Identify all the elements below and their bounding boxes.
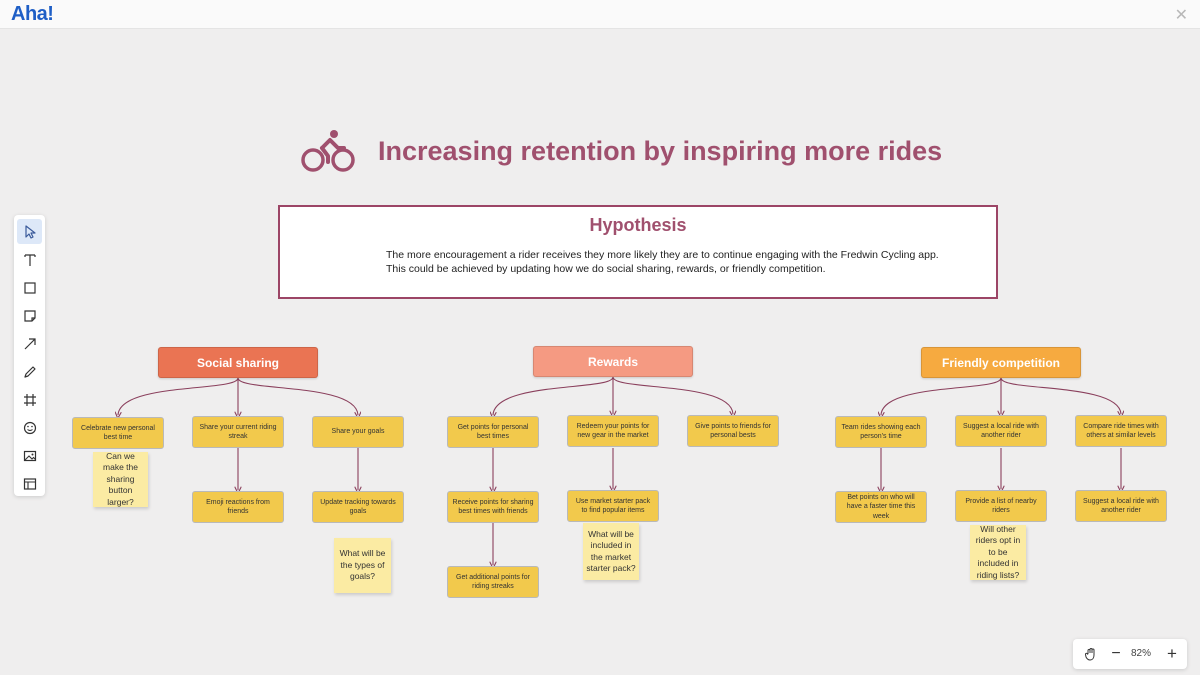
- bicycle-icon: [301, 130, 355, 172]
- frame-tool-icon[interactable]: [17, 387, 42, 412]
- rectangle-tool-icon[interactable]: [17, 275, 42, 300]
- sticky-note-types-of-goals[interactable]: What will be the types of goals?: [334, 538, 391, 593]
- top-bar: Aha! ✕: [0, 0, 1200, 29]
- close-icon[interactable]: ✕: [1174, 7, 1188, 24]
- card-team-rides[interactable]: Team rides showing each person's time: [835, 416, 927, 448]
- sticky-note-tool-icon[interactable]: [17, 303, 42, 328]
- card-share-riding-streak[interactable]: Share your current riding streak: [192, 416, 284, 448]
- header-friendly-competition[interactable]: Friendly competition: [921, 347, 1081, 378]
- zoom-controls: − 82% +: [1073, 639, 1187, 669]
- board-title[interactable]: Increasing retention by inspiring more r…: [378, 136, 943, 166]
- zoom-in-icon[interactable]: +: [1167, 644, 1177, 663]
- pen-tool-icon[interactable]: [17, 359, 42, 384]
- card-nearby-riders[interactable]: Provide a list of nearby riders: [955, 490, 1047, 522]
- card-celebrate-personal-best[interactable]: Celebrate new personal best time: [72, 417, 164, 449]
- card-emoji-reactions[interactable]: Emoji reactions from friends: [192, 491, 284, 523]
- image-tool-icon[interactable]: [17, 443, 42, 468]
- hypothesis-title: Hypothesis: [589, 215, 687, 235]
- sticky-note-riding-lists[interactable]: Will other riders opt in to be included …: [970, 524, 1026, 580]
- zoom-out-icon[interactable]: −: [1111, 645, 1121, 662]
- card-suggest-local-ride-1[interactable]: Suggest a local ride with another rider: [955, 415, 1047, 447]
- emoji-tool-icon[interactable]: [17, 415, 42, 440]
- header-rewards[interactable]: Rewards: [533, 346, 693, 377]
- card-points-personal-best[interactable]: Get points for personal best times: [447, 416, 539, 448]
- select-tool-icon[interactable]: [17, 219, 42, 244]
- zoom-level: 82%: [1131, 648, 1152, 659]
- card-market-starter-pack[interactable]: Use market starter pack to find popular …: [567, 490, 659, 522]
- hypothesis-line-1: The more encouragement a rider receives …: [386, 249, 939, 261]
- sticky-note-starter-pack[interactable]: What will be included in the market star…: [583, 523, 639, 580]
- template-tool-icon[interactable]: [17, 471, 42, 496]
- card-compare-ride-times[interactable]: Compare ride times with others at simila…: [1075, 415, 1167, 447]
- card-update-tracking[interactable]: Update tracking towards goals: [312, 491, 404, 523]
- arrow-tool-icon[interactable]: [17, 331, 42, 356]
- text-tool-icon[interactable]: [17, 247, 42, 272]
- card-receive-points-sharing[interactable]: Receive points for sharing best times wi…: [447, 491, 539, 523]
- aha-logo[interactable]: Aha!: [11, 3, 54, 25]
- card-bet-points[interactable]: Bet points on who will have a faster tim…: [835, 491, 927, 523]
- hypothesis-box[interactable]: Hypothesis The more encouragement a ride…: [278, 205, 998, 299]
- card-share-goals[interactable]: Share your goals: [312, 416, 404, 448]
- hypothesis-line-2: This could be achieved by updating how w…: [386, 263, 826, 275]
- sticky-note-sharing-button[interactable]: Can we make the sharing button larger?: [93, 451, 148, 507]
- hand-icon[interactable]: [1079, 639, 1103, 669]
- card-suggest-local-ride-2[interactable]: Suggest a local ride with another rider: [1075, 490, 1167, 522]
- card-redeem-points[interactable]: Redeem your points for new gear in the m…: [567, 415, 659, 447]
- hypothesis-text: The more encouragement a rider receives …: [386, 248, 939, 276]
- tool-palette: [14, 215, 45, 496]
- header-social-sharing[interactable]: Social sharing: [158, 347, 318, 378]
- card-give-points[interactable]: Give points to friends for personal best…: [687, 415, 779, 447]
- card-riding-streak-points[interactable]: Get additional points for riding streaks: [447, 566, 539, 598]
